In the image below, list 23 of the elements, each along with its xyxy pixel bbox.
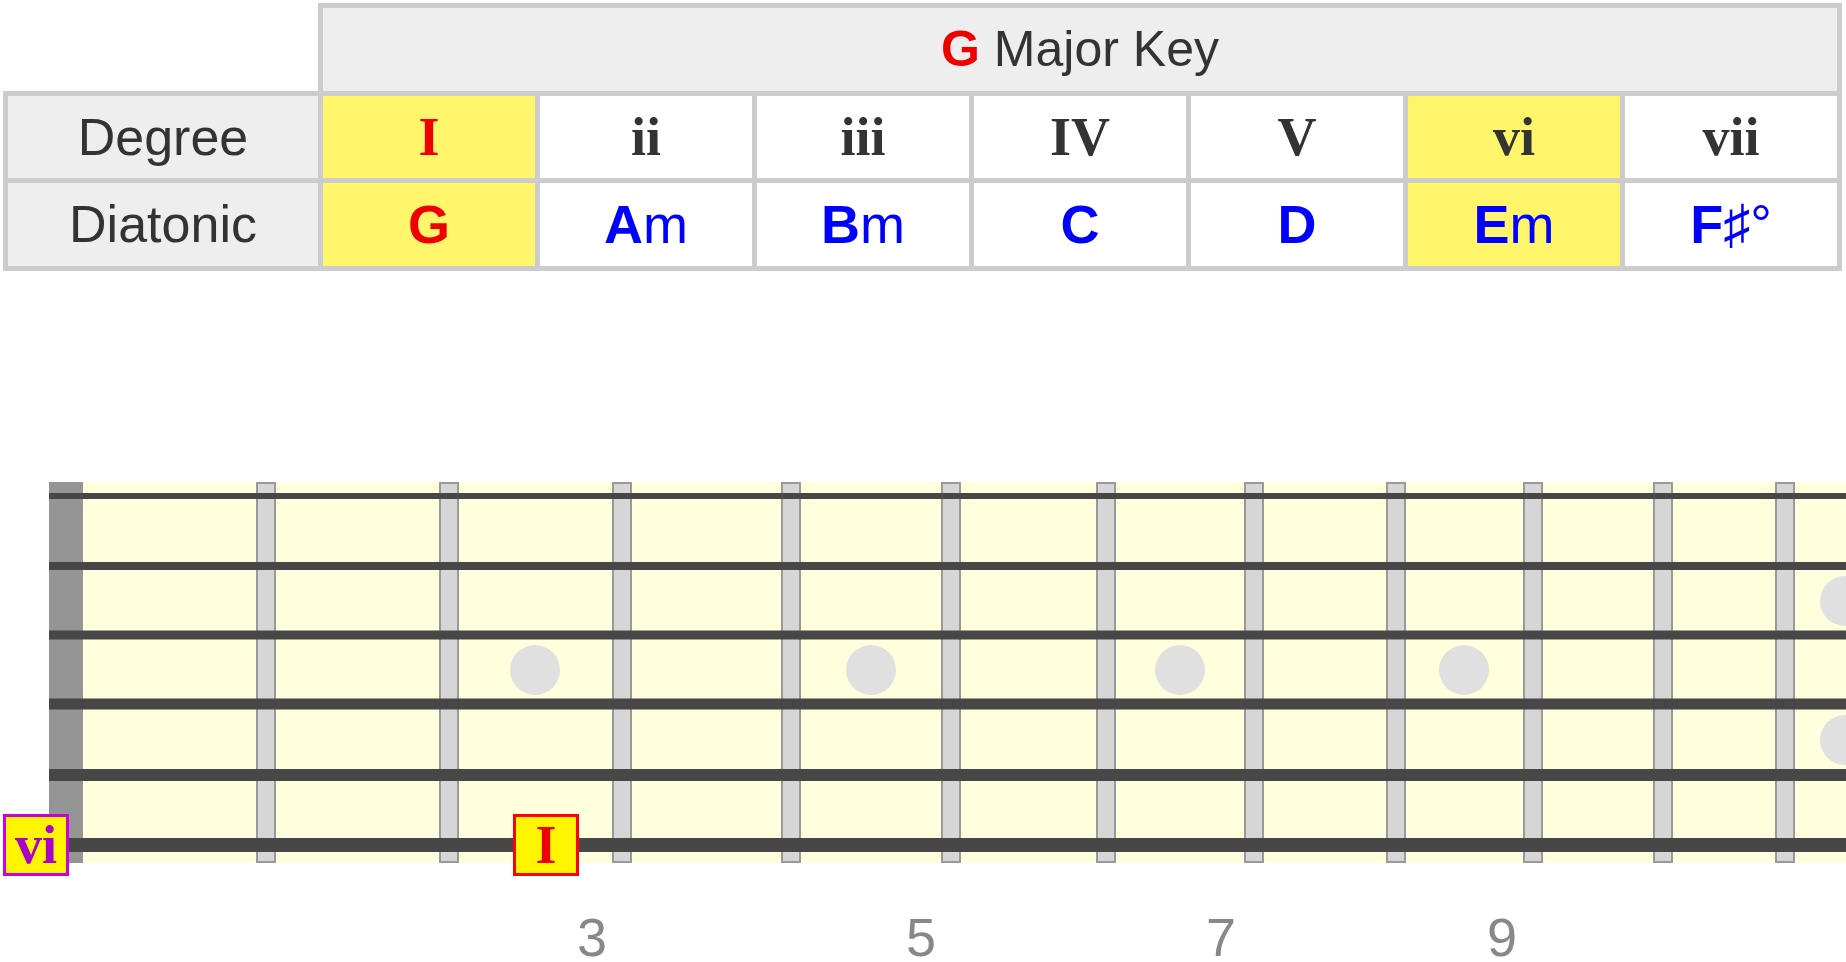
degree-numeral-cell: I [323, 96, 535, 178]
chord-name-cell: D [1191, 183, 1403, 266]
chord-name-cell: Em [1408, 183, 1620, 266]
degree-marker: vi [3, 814, 69, 876]
row-header-cell: Diatonic [8, 183, 318, 266]
row-header-cell: Degree [8, 96, 318, 178]
chord-name-cell: G [323, 183, 535, 266]
degree-numeral-cell: IV [974, 96, 1186, 178]
degree-numeral-cell: vii [1625, 96, 1837, 178]
degree-numeral-cell: vi [1408, 96, 1620, 178]
chord-name-cell: F♯° [1625, 183, 1837, 266]
table-title-cell: G Major Key [318, 3, 1842, 91]
fret-number: 5 [906, 910, 936, 962]
degree-numeral-cell: V [1191, 96, 1403, 178]
chord-name-cell: C [974, 183, 1186, 266]
degree-numeral-cell: ii [540, 96, 752, 178]
fret-number: 7 [1206, 910, 1236, 962]
chord-name-cell: Am [540, 183, 752, 266]
degree-numeral-cell: iii [757, 96, 969, 178]
fret-number: 3 [577, 910, 607, 962]
chord-name-cell: Bm [757, 183, 969, 266]
degree-marker: I [513, 814, 579, 876]
fret-number: 9 [1487, 910, 1517, 962]
